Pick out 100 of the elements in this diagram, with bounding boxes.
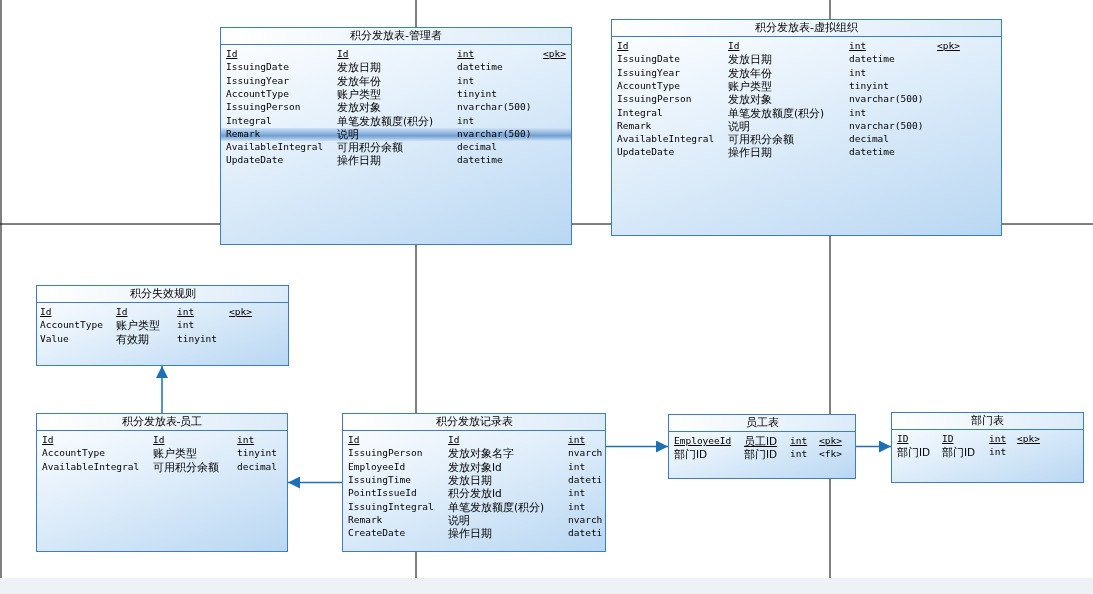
column-name: AccountType xyxy=(42,447,105,460)
column-name: Remark xyxy=(226,127,261,140)
column-name: AvailableIntegral xyxy=(617,133,715,146)
data-type: datetime xyxy=(457,61,503,74)
key-marker: <pk> xyxy=(1017,433,1040,445)
column-name: IssuingYear xyxy=(226,74,289,87)
data-type: int xyxy=(989,433,1007,445)
column-name: IssuingDate xyxy=(226,61,289,74)
data-type: nvarch xyxy=(568,513,603,526)
table-title: 积分发放记录表 xyxy=(434,414,514,430)
column-label: 部门ID xyxy=(744,448,778,461)
data-type: int xyxy=(790,435,808,447)
column-label: 账户类型 xyxy=(153,447,197,460)
column-name: EmployeeId xyxy=(348,460,406,473)
column-label: Id xyxy=(728,40,740,52)
relationship-arrow xyxy=(605,440,669,453)
column-name: ID xyxy=(897,433,909,445)
column-label: 操作日期 xyxy=(728,146,772,159)
column-label: 发放年份 xyxy=(728,66,772,79)
data-type: datetime xyxy=(849,146,895,159)
column-label: 发放对象 xyxy=(728,93,772,106)
data-type: datetime xyxy=(457,154,503,167)
column-label: 发放日期 xyxy=(448,473,492,486)
data-type: int xyxy=(177,319,195,332)
column-name: AvailableIntegral xyxy=(42,460,140,473)
column-label: 操作日期 xyxy=(448,527,492,540)
column-label: 操作日期 xyxy=(337,154,381,167)
data-type: nvarchar(500) xyxy=(849,119,924,132)
table-entity xyxy=(220,27,572,245)
column-label: Id xyxy=(116,306,128,318)
data-type: tinyint xyxy=(457,87,498,100)
data-type: datetime xyxy=(849,53,895,66)
column-name: Remark xyxy=(348,513,383,526)
data-type: decimal xyxy=(237,460,278,473)
column-label: 账户类型 xyxy=(337,87,381,100)
column-name: CreateDate xyxy=(348,527,406,540)
data-type: int xyxy=(177,306,195,318)
data-type: int xyxy=(568,460,586,473)
column-name: AccountType xyxy=(226,87,289,100)
data-type: int xyxy=(568,500,586,513)
data-type: nvarchar(500) xyxy=(457,127,532,140)
column-label: 发放对象名字 xyxy=(448,447,514,460)
column-name: UpdateDate xyxy=(617,146,675,159)
data-type: int xyxy=(568,487,586,500)
column-label: 发放对象 xyxy=(337,101,381,114)
data-type: decimal xyxy=(849,133,890,146)
column-name: IssuingDate xyxy=(617,53,680,66)
table-title: 积分发放表-管理者 xyxy=(349,28,443,44)
column-name: Integral xyxy=(617,106,663,119)
column-name: AvailableIntegral xyxy=(226,141,324,154)
column-name: UpdateDate xyxy=(226,154,284,167)
column-name: Integral xyxy=(226,114,272,127)
table-entity xyxy=(668,414,856,479)
column-label: 说明 xyxy=(728,119,750,132)
data-type: int xyxy=(790,448,808,461)
key-marker: <pk> xyxy=(937,40,960,52)
table-title: 部门表 xyxy=(970,413,1005,429)
column-name: AccountType xyxy=(617,79,680,92)
column-label: 发放日期 xyxy=(337,61,381,74)
column-label: 发放日期 xyxy=(728,53,772,66)
column-label: 单笔发放额度(积分) xyxy=(448,500,545,513)
column-label: Id xyxy=(153,434,165,446)
column-label: 说明 xyxy=(448,513,470,526)
column-name: Id xyxy=(40,306,52,318)
table-entity xyxy=(36,285,289,366)
column-name: 部门ID xyxy=(897,446,931,459)
column-label: 员工ID xyxy=(744,435,778,447)
column-name: Id xyxy=(226,48,238,60)
column-name: IssuingPerson xyxy=(617,93,692,106)
table-entity xyxy=(342,413,606,552)
column-label: 账户类型 xyxy=(728,79,772,92)
column-name: IssuingYear xyxy=(617,66,680,79)
table-title: 积分发放表-员工 xyxy=(120,414,204,430)
column-name: PointIssueId xyxy=(348,487,417,500)
data-type: int xyxy=(457,48,475,60)
data-type: nvarchar(500) xyxy=(457,101,532,114)
relationship-arrow xyxy=(156,365,168,414)
data-type: nvarch xyxy=(568,447,603,460)
table-entity xyxy=(36,413,288,552)
column-name: Id xyxy=(348,434,360,446)
column-name: IssuingPerson xyxy=(226,101,301,114)
column-name: Remark xyxy=(617,119,652,132)
data-type: tinyint xyxy=(849,79,890,92)
table-title: 员工表 xyxy=(744,415,780,431)
column-name: EmployeeId xyxy=(674,435,732,447)
data-type: dateti xyxy=(568,473,603,486)
data-type: decimal xyxy=(457,141,498,154)
column-label: 可用积分余额 xyxy=(153,460,219,473)
table-entity xyxy=(891,412,1084,483)
data-type: tinyint xyxy=(177,332,218,345)
data-type: int xyxy=(849,40,867,52)
column-name: 部门ID xyxy=(674,448,708,461)
key-marker: <pk> xyxy=(229,306,252,318)
column-name: IssuingTime xyxy=(348,473,411,486)
data-type: int xyxy=(237,434,255,446)
column-name: Value xyxy=(40,332,69,345)
relationship-arrow xyxy=(855,440,892,453)
column-label: 发放年份 xyxy=(337,74,381,87)
column-label: 账户类型 xyxy=(116,319,160,332)
column-name: IssuingIntegral xyxy=(348,500,434,513)
